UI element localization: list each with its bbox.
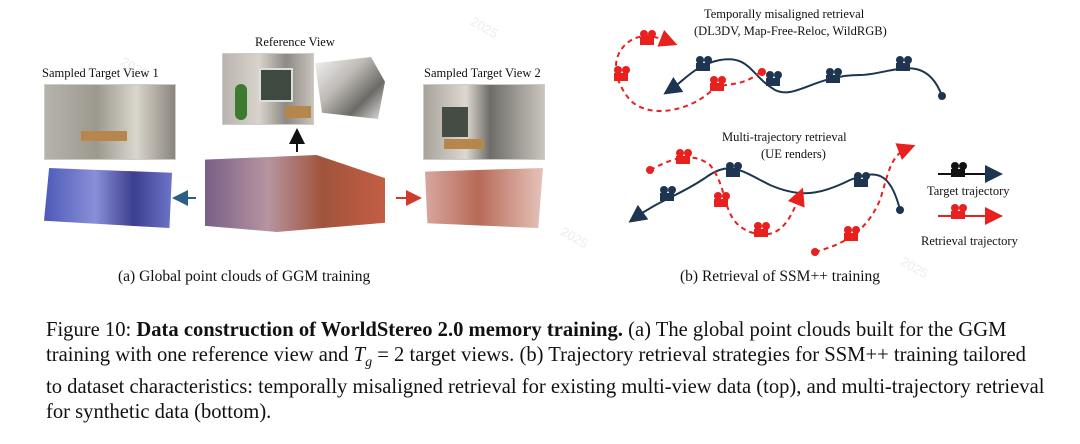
- reference-view-label: Reference View: [255, 35, 335, 49]
- camera-icon: [766, 71, 782, 86]
- target-view-2-label: Sampled Target View 2: [424, 66, 541, 80]
- temporal-title: Temporally misaligned retrieval: [704, 7, 865, 21]
- panel-a-arrows: [172, 128, 422, 206]
- math-subscript: g: [365, 355, 373, 371]
- camera-icon: [676, 149, 692, 164]
- legend-retrieval-symbol: [938, 204, 1003, 225]
- camera-icon: [754, 222, 770, 237]
- caption-text-1: (a) The global point clouds built for th…: [46, 319, 1007, 366]
- top-target-start: [938, 92, 946, 100]
- temporal-datasets: (DL3DV, Map-Free-Reloc, WildRGB): [694, 24, 887, 38]
- target-2-pointcloud: [425, 168, 543, 228]
- legend-target-symbol: [938, 162, 1003, 183]
- bottom-retrieval-trajectory-2: [814, 143, 916, 253]
- caption-text-2: target views. (b) Trajectory retrieval s…: [46, 344, 1045, 424]
- reference-pointcloud-image: [315, 57, 385, 119]
- subcaption-a: (a) Global point clouds of GGM training: [118, 268, 371, 285]
- target-view-1-label: Sampled Target View 1: [42, 66, 159, 80]
- figure-caption: Figure 10: Data construction of WorldSte…: [46, 318, 1046, 425]
- camera-icon: [640, 30, 656, 45]
- camera-icon: [614, 66, 630, 81]
- figure-label: Figure 10:: [46, 319, 132, 341]
- bottom-retrieval-start-1: [646, 166, 654, 174]
- reference-view-image: [222, 53, 314, 125]
- target-view-1-image: [44, 84, 176, 160]
- camera-icon: [826, 68, 842, 83]
- bottom-target-start: [896, 206, 904, 214]
- camera-icon: [710, 76, 726, 91]
- math-variable: T: [353, 344, 366, 366]
- target-view-2-image: [423, 84, 545, 160]
- target-1-pointcloud: [44, 168, 172, 228]
- camera-icon: [896, 56, 912, 71]
- top-retrieval-trajectory: [614, 29, 761, 113]
- trajectory-diagram: [614, 29, 1003, 256]
- multi-traj-title: Multi-trajectory retrieval: [722, 130, 847, 144]
- camera-icon: [726, 162, 742, 177]
- camera-icon: [854, 172, 870, 187]
- multi-traj-sub: (UE renders): [761, 147, 826, 161]
- camera-icon: [660, 186, 676, 201]
- legend-target-label: Target trajectory: [927, 184, 1010, 198]
- bottom-retrieval-start-2: [811, 248, 819, 256]
- top-retrieval-start: [758, 68, 766, 76]
- camera-icon: [696, 56, 712, 71]
- caption-title: Data construction of WorldStereo 2.0 mem…: [136, 319, 623, 341]
- watermark: 2025: [558, 223, 591, 252]
- bottom-target-trajectory: [628, 167, 901, 223]
- math-equals: = 2: [377, 344, 405, 366]
- camera-icon: [714, 192, 730, 207]
- legend-retrieval-label: Retrieval trajectory: [921, 234, 1018, 248]
- subcaption-b: (b) Retrieval of SSM++ training: [680, 268, 881, 285]
- camera-icon: [844, 226, 860, 241]
